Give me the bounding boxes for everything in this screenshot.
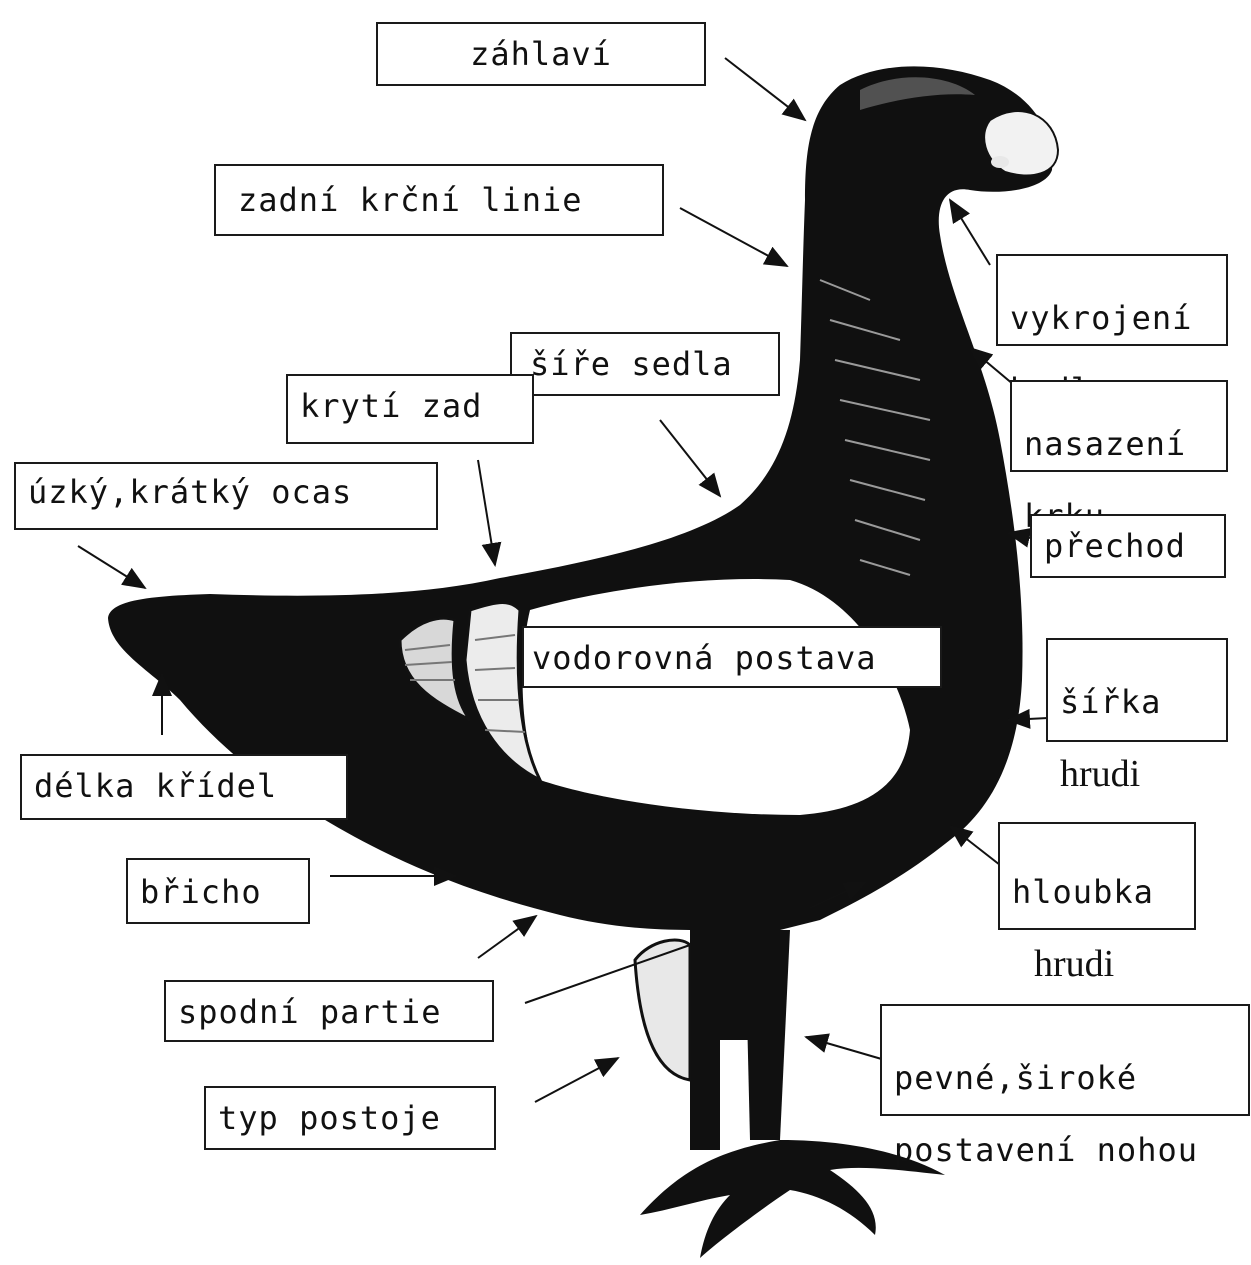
label-pevne-line1: pevné,široké [894, 1060, 1236, 1096]
arrow-kryti-zad [478, 460, 495, 565]
pigeon-leg-front [690, 930, 720, 1150]
arrow-sire-sedla [660, 420, 720, 496]
label-spodni-partie: spodní partie [164, 980, 494, 1042]
arrow-zadni-krcni-linie [680, 208, 787, 266]
arrow-typ-postoje [535, 1058, 618, 1102]
label-sirka-line1: šířka [1060, 684, 1214, 720]
label-vykrojeni-hrdla: vykrojení hrdla [996, 254, 1228, 346]
arrow-zahlavi [725, 58, 805, 120]
arrow-uzky-kratky-ocas [78, 546, 145, 588]
label-prechod: přechod [1030, 514, 1226, 578]
label-zahlavi: záhlaví [376, 22, 706, 86]
arrow-hloubka-hrudi [950, 826, 1000, 865]
arrow-vykrojeni-hrdla [950, 200, 990, 265]
label-pevne-siroke-postaveni: pevné,široké postavení nohou [880, 1004, 1250, 1116]
label-sire-sedla: šíře sedla [510, 332, 780, 396]
label-nasazeni-krku: nasazení krku [1010, 380, 1228, 472]
label-delka-kridel: délka křídel [20, 754, 348, 820]
label-uzky-kratky-ocas: úzký,krátký ocas [14, 462, 438, 530]
label-hloubka-line1: hloubka [1012, 874, 1182, 910]
label-zadni-krcni-linie: zadní krční linie [214, 164, 664, 236]
label-sirka-hrudi: šířka hrudi [1046, 638, 1228, 742]
pigeon-eye [991, 156, 1009, 168]
label-typ-postoje: typ postoje [204, 1086, 496, 1150]
label-vykrojeni-line1: vykrojení [1010, 300, 1214, 336]
pigeon-leg-back [745, 930, 790, 1140]
label-hloubka-line2: hrudi [1012, 946, 1182, 982]
label-vodorovna-postava: vodorovná postava [522, 626, 942, 688]
label-bricho: břicho [126, 858, 310, 924]
label-pevne-line2: postavení nohou [894, 1132, 1236, 1168]
label-sirka-line2: hrudi [1060, 756, 1214, 792]
label-hloubka-hrudi: hloubka hrudi [998, 822, 1196, 930]
label-kryti-zad: krytí zad [286, 374, 534, 444]
arrow-spodni-partie-a [478, 916, 536, 958]
label-nasazeni-line1: nasazení [1024, 426, 1214, 462]
arrow-pevne-siroke [806, 1037, 885, 1060]
